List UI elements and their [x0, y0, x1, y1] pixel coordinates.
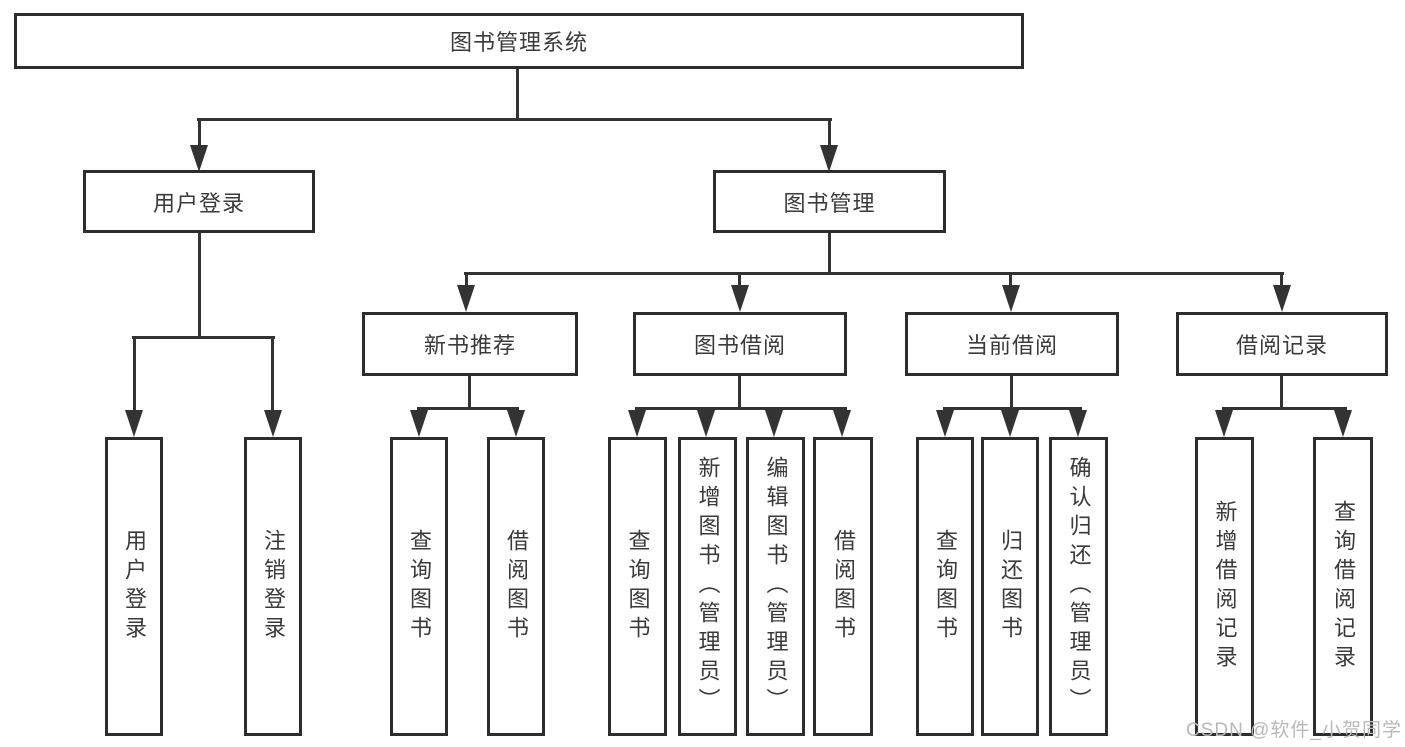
node-current-borrowing: 当前借阅	[905, 312, 1119, 376]
connector-line	[133, 336, 136, 413]
arrowhead-down-icon	[125, 410, 143, 437]
node-label: 用户登录	[122, 528, 147, 645]
node-label: 查询图书	[407, 528, 432, 645]
arrowhead-down-icon	[765, 410, 783, 437]
connector-line	[132, 336, 275, 339]
connector-line	[1009, 272, 1012, 288]
node-label: 借阅图书	[504, 528, 529, 645]
node-query-borrow-record: 查询借阅记录	[1313, 437, 1373, 736]
connector-line	[1010, 374, 1013, 410]
connector-line	[635, 407, 847, 410]
node-user-login-leaf: 用户登录	[105, 437, 163, 736]
node-confirm-return-admin: 确认归还（管理员）	[1049, 437, 1108, 736]
node-label: 当前借阅	[965, 333, 1058, 358]
node-label: 确认归还（管理员）	[1066, 456, 1092, 717]
connector-line	[465, 272, 468, 288]
connector-line	[464, 272, 1284, 275]
arrowhead-down-icon	[731, 285, 749, 312]
node-return-books: 归还图书	[981, 437, 1039, 736]
node-label: 新书推荐	[423, 333, 516, 358]
connector-line	[516, 68, 519, 120]
node-label: 图书管理	[783, 190, 876, 216]
node-borrow-books-recommend: 借阅图书	[487, 437, 545, 736]
node-label: 查询图书	[933, 528, 958, 645]
node-label: 查询图书	[625, 528, 651, 645]
arrowhead-down-icon	[820, 145, 838, 172]
node-book-management: 图书管理	[713, 170, 946, 233]
node-label: 查询借阅记录	[1331, 499, 1356, 674]
arrowhead-down-icon	[457, 285, 475, 312]
node-edit-book-admin: 编辑图书（管理员）	[746, 437, 805, 736]
connector-line	[943, 407, 1082, 410]
node-label: 借阅记录	[1235, 333, 1328, 358]
node-label: 新增图书（管理员）	[695, 456, 721, 717]
node-label: 用户登录	[152, 190, 245, 216]
node-label: 新增借阅记录	[1212, 499, 1238, 674]
node-borrowing-records: 借阅记录	[1176, 312, 1388, 376]
node-user-login: 用户登录	[83, 170, 315, 233]
node-label: 图书管理系统	[449, 30, 588, 55]
arrowhead-down-icon	[1002, 285, 1020, 312]
node-label: 注销登录	[261, 528, 286, 645]
arrowhead-down-icon	[936, 410, 954, 437]
node-new-book-recommend: 新书推荐	[362, 312, 578, 376]
arrowhead-down-icon	[190, 145, 208, 172]
arrowhead-down-icon	[1215, 410, 1233, 437]
node-root: 图书管理系统	[14, 13, 1024, 69]
arrowhead-down-icon	[1273, 285, 1291, 312]
csdn-watermark: CSDN @软件_小贺同学	[1186, 720, 1402, 741]
connector-line	[198, 118, 201, 148]
connector-line	[1280, 272, 1283, 288]
node-label: 借阅图书	[831, 528, 856, 645]
connector-line	[271, 336, 274, 413]
arrowhead-down-icon	[264, 410, 282, 437]
node-add-book-admin: 新增图书（管理员）	[678, 437, 737, 736]
arrowhead-down-icon	[697, 410, 715, 437]
node-borrow-books-leaf: 借阅图书	[813, 437, 873, 736]
node-label: 编辑图书（管理员）	[763, 456, 789, 717]
arrowhead-down-icon	[1334, 410, 1352, 437]
node-add-borrow-record: 新增借阅记录	[1195, 437, 1254, 736]
connector-line	[738, 272, 741, 288]
node-logout: 注销登录	[244, 437, 302, 736]
node-query-books-recommend: 查询图书	[390, 437, 448, 736]
node-book-borrowing: 图书借阅	[633, 312, 847, 376]
connector-line	[197, 118, 832, 121]
connector-line	[828, 233, 831, 275]
node-label: 图书借阅	[693, 333, 786, 358]
connector-line	[468, 374, 471, 410]
connector-line	[198, 233, 201, 339]
node-label: 归还图书	[998, 528, 1023, 645]
connector-line	[828, 118, 831, 148]
arrowhead-down-icon	[1069, 410, 1087, 437]
arrowhead-down-icon	[1001, 410, 1019, 437]
arrowhead-down-icon	[410, 410, 428, 437]
connector-line	[417, 407, 519, 410]
arrowhead-down-icon	[507, 410, 525, 437]
connector-line	[1280, 374, 1283, 410]
connector-line	[1222, 407, 1347, 410]
connector-line	[738, 374, 741, 410]
node-query-books-borrow: 查询图书	[608, 437, 667, 736]
node-query-books-current: 查询图书	[916, 437, 974, 736]
arrowhead-down-icon	[628, 410, 646, 437]
arrowhead-down-icon	[833, 410, 851, 437]
